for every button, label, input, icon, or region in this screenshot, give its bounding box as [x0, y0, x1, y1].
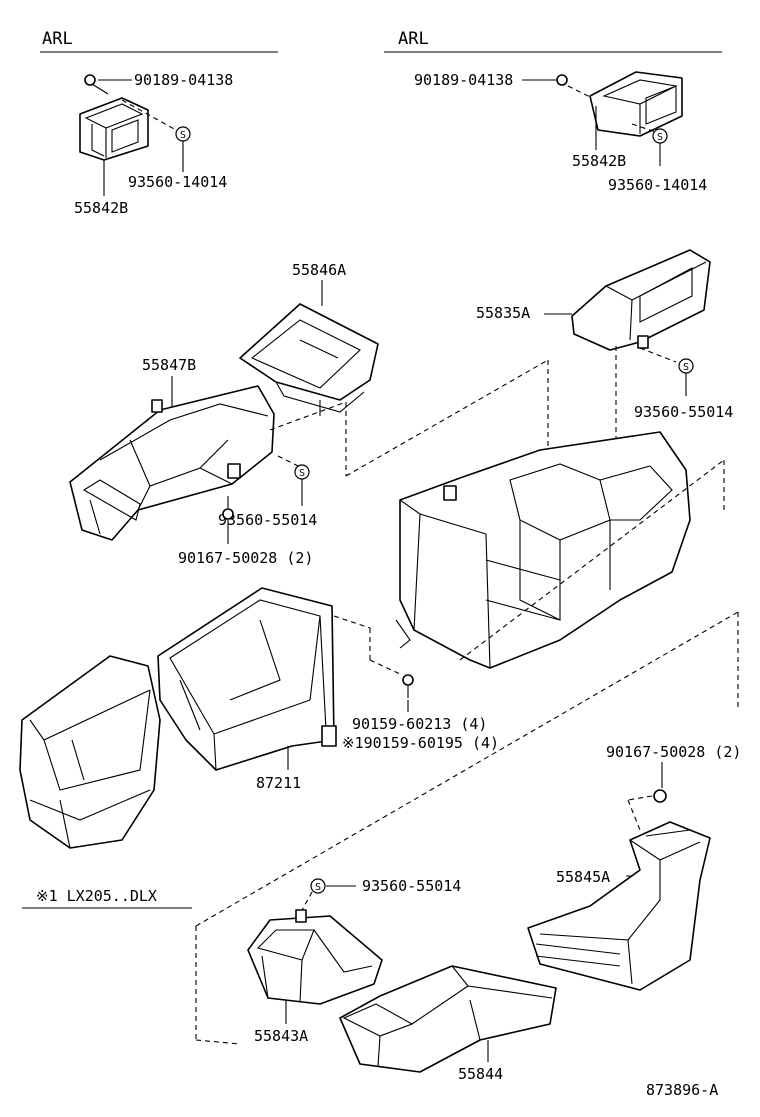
part-90159-60213[interactable]: 90159-60213 (4) [352, 715, 487, 733]
part-93560-14014-right[interactable]: 93560-14014 [608, 176, 707, 194]
part-90189-04138-left[interactable]: 90189-04138 [134, 71, 233, 89]
part-93560-55014-a[interactable]: 93560-55014 [218, 511, 317, 529]
seal-s-icon: S [175, 126, 191, 142]
vent-duct-55842b-right[interactable] [589, 71, 683, 137]
duct-55844[interactable] [339, 965, 557, 1073]
duct-55843a[interactable] [247, 909, 383, 1005]
screw-icon [222, 496, 234, 520]
screw-icon [653, 789, 667, 803]
note-lx205-dlx: ※1 LX205..DLX [36, 887, 157, 905]
part-90189-04138-right[interactable]: 90189-04138 [414, 71, 513, 89]
seal-s-icon: S [652, 128, 668, 144]
part-55842b-left[interactable]: 55842B [74, 199, 128, 217]
duct-55835a[interactable] [571, 249, 711, 351]
part-93560-14014-left[interactable]: 93560-14014 [128, 173, 227, 191]
part-90167-50028-right[interactable]: 90167-50028 (2) [606, 743, 741, 761]
part-55835a[interactable]: 55835A [476, 304, 530, 322]
part-190159-60195[interactable]: ※190159-60195 (4) [342, 734, 499, 752]
duct-55847b[interactable] [69, 385, 275, 541]
part-55846a[interactable]: 55846A [292, 261, 346, 279]
section-header-arl-left: ARL [42, 29, 73, 49]
svg-text:S: S [180, 130, 186, 141]
svg-text:S: S [315, 882, 321, 893]
duct-55846a[interactable] [239, 303, 379, 416]
part-87211[interactable]: 87211 [256, 774, 301, 792]
part-90167-50028-left[interactable]: 90167-50028 (2) [178, 549, 313, 567]
part-55843a[interactable]: 55843A [254, 1027, 308, 1045]
part-55845a[interactable]: 55845A [556, 868, 610, 886]
hvac-unit-assembly [395, 431, 691, 669]
duct-87211[interactable] [157, 587, 337, 771]
bolt-icon [556, 74, 568, 86]
section-header-arl-right: ARL [398, 29, 429, 49]
svg-text:S: S [299, 468, 305, 479]
vent-duct-55842b-left[interactable] [79, 97, 149, 161]
bolt-icon [84, 74, 109, 95]
part-93560-55014-c[interactable]: 93560-55014 [362, 877, 461, 895]
seal-s-icon: S [310, 878, 326, 894]
part-55847b[interactable]: 55847B [142, 356, 196, 374]
part-55842b-right[interactable]: 55842B [572, 152, 626, 170]
seal-s-icon: S [294, 464, 310, 480]
blower-housing [19, 655, 161, 849]
seal-s-icon: S [678, 358, 694, 374]
svg-text:S: S [683, 362, 689, 373]
screw-icon [402, 674, 414, 698]
part-93560-55014-b[interactable]: 93560-55014 [634, 403, 733, 421]
diagram-code: 873896-A [646, 1081, 718, 1099]
svg-text:S: S [657, 132, 663, 143]
duct-55845a[interactable] [527, 821, 711, 991]
part-55844[interactable]: 55844 [458, 1065, 503, 1083]
